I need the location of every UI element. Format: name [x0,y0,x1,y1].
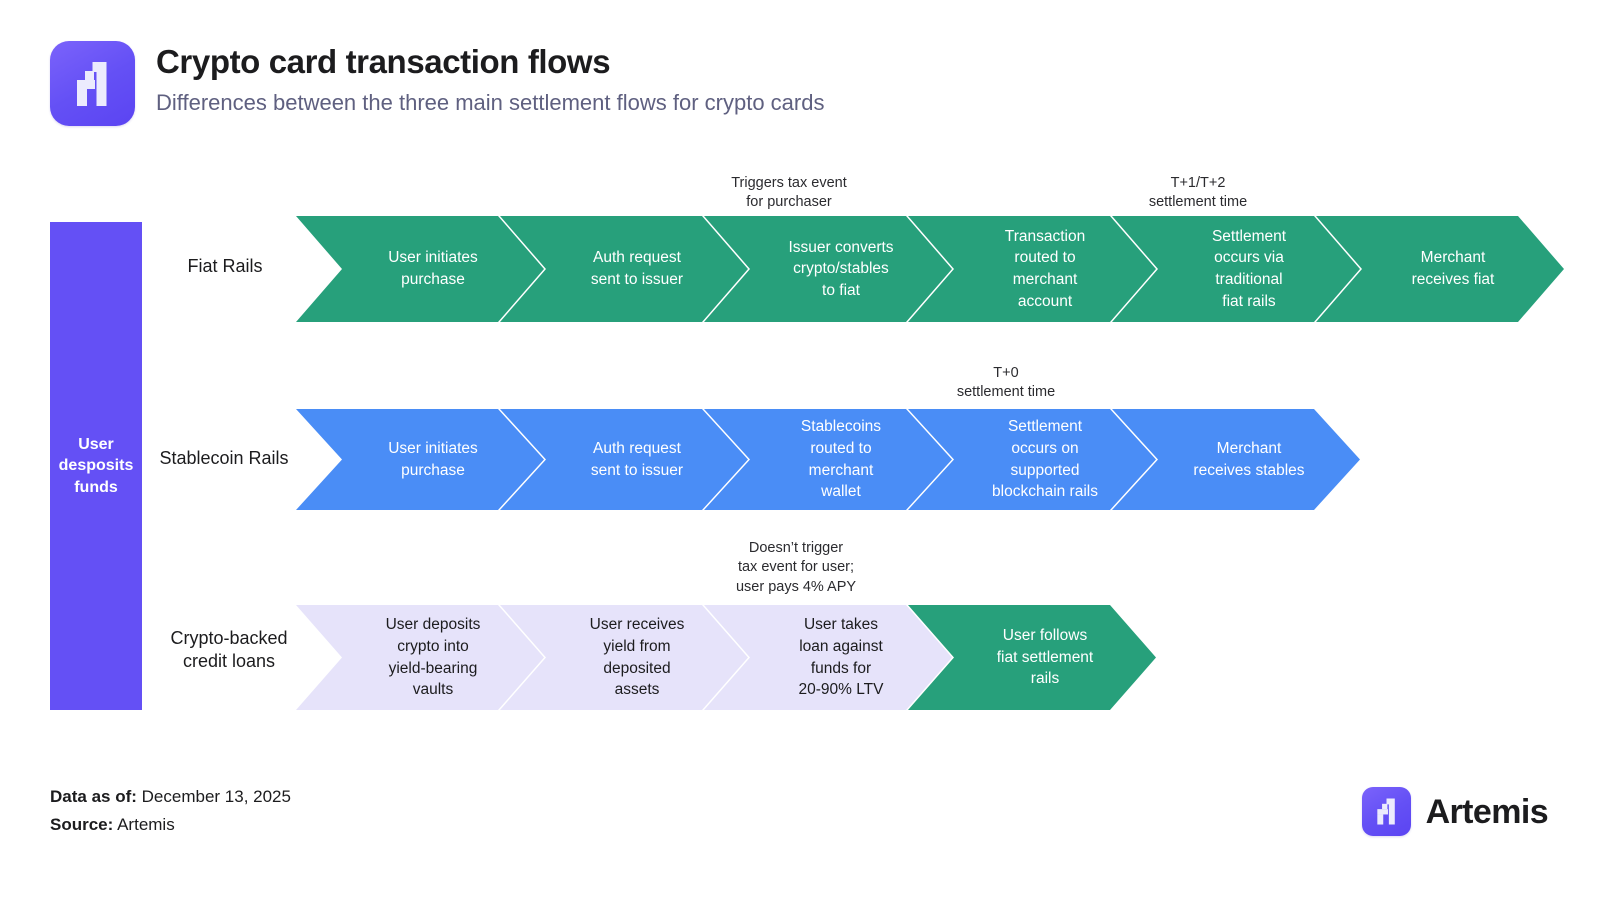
footer-brand-name: Artemis [1425,792,1549,831]
flow-step-label: Stablecoins routed to merchant wallet [800,418,882,501]
flow-step-stablecoin-1[interactable]: User initiates purchase [296,409,544,510]
header-text-block: Crypto card transaction flows Difference… [156,41,824,117]
artemis-logo-icon [1361,787,1411,836]
annotation-fiat-step-3: Triggers tax event for purchaser [731,175,847,211]
flow-step-label: User initiates purchase [388,439,478,479]
data-as-of-line: Data as of: December 13, 2025 [50,783,291,811]
annotation-fiat-step-5: T+1/T+2 settlement time [1148,175,1248,211]
source-line: Source: Artemis [50,811,291,839]
flow-step-label: Auth request sent to issuer [590,249,684,288]
flow-step-credit-3[interactable]: User takes loan against funds for 20-90%… [704,605,952,710]
flow-step-label: Transaction routed to merchant account [1004,227,1086,310]
flow-step-label: Settlement occurs on supported blockchai… [992,418,1098,501]
source-value: Artemis [117,814,175,834]
row-label-crypto-backed-credit-loans: Crypto-backed credit loans [170,628,288,672]
flow-step-label: User receives yield from deposited asset… [589,616,685,699]
annotation-stablecoin-step-4: T+0 settlement time [956,365,1056,401]
page-header: Crypto card transaction flows Difference… [50,41,824,126]
flow-step-label: Issuer converts crypto/stables to fiat [788,238,894,299]
flow-step-fiat-1[interactable]: User initiates purchase [296,216,544,322]
data-as-of-label: Data as of: [50,787,137,806]
flow-step-label: User takes loan against funds for 20-90%… [798,616,884,699]
flow-step-label: Settlement occurs via traditional fiat r… [1211,227,1287,310]
row-label-stablecoin-rails: Stablecoin Rails [159,448,289,468]
flow-step-credit-2[interactable]: User receives yield from deposited asset… [500,605,748,710]
artemis-logo-icon [50,41,135,126]
flow-step-label: User deposits crypto into yield-bearing … [385,616,481,699]
flow-step-stablecoin-2[interactable]: Auth request sent to issuer [500,409,748,510]
footer-metadata: Data as of: December 13, 2025 Source: Ar… [50,783,291,838]
entry-bar-label: User desposits funds [58,435,134,496]
annotation-credit-step-3: Doesn’t trigger tax event for user; user… [735,540,857,595]
entry-bar-user-deposits-funds: User desposits funds [50,222,142,710]
source-label: Source: [50,814,114,834]
flow-step-label: Merchant receives stables [1193,439,1305,479]
flow-step-label: Merchant receives fiat [1411,249,1495,288]
page-subtitle: Differences between the three main settl… [156,90,825,116]
row-label-fiat-rails: Fiat Rails [187,256,263,276]
page-title: Crypto card transaction flows [156,43,611,80]
data-as-of-value: December 13, 2025 [141,787,291,806]
flow-step-label: Auth request sent to issuer [590,439,684,479]
flow-step-label: User follows fiat settlement rails [996,627,1094,688]
flow-step-label: User initiates purchase [388,249,478,288]
footer-brand: Artemis [1361,787,1549,836]
flow-step-credit-1[interactable]: User deposits crypto into yield-bearing … [296,605,544,710]
